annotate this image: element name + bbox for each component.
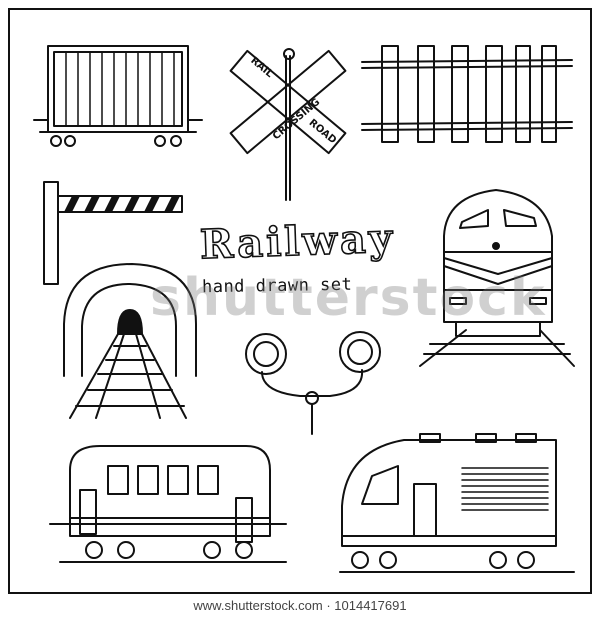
barrier-gate-icon: [43, 181, 183, 285]
tunnel-with-track-icon: [63, 263, 197, 419]
railway-signal-icon: [245, 331, 381, 435]
electric-locomotive-icon: [339, 433, 575, 573]
sign-word-road: ROAD: [307, 117, 339, 146]
railroad-crossing-sign-icon: RAIL CROSSING ROAD: [229, 48, 347, 201]
stock-footer: www.shutterstock.com · 1014417691: [193, 598, 407, 613]
passenger-car-icon: [49, 445, 287, 563]
illustration-title: Railway: [198, 214, 396, 269]
diesel-locomotive-icon: [419, 189, 575, 367]
image-frame: [8, 8, 592, 594]
sign-word-rail: RAIL: [248, 55, 275, 80]
boxcar-wagon-icon: [33, 45, 203, 147]
rail-track-segment-icon: [361, 45, 573, 143]
illustration-subtitle: hand drawn set: [201, 274, 353, 298]
